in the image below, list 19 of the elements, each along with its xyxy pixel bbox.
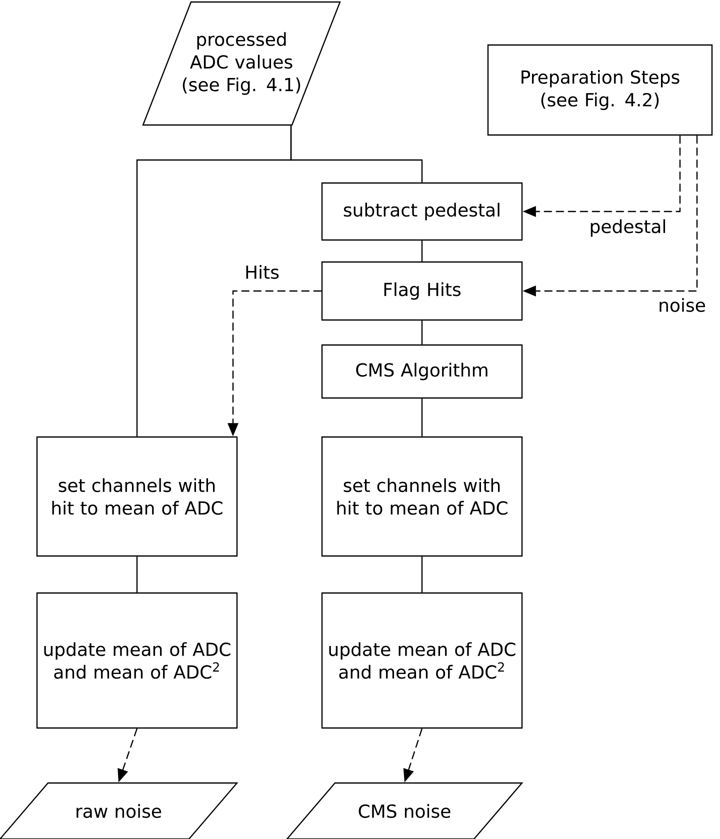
edge-label: pedestal [588, 218, 668, 238]
connector [421, 556, 423, 592]
process-box: CMS Algorithm [321, 344, 523, 399]
process-box: set channels with hit to mean of ADC [36, 436, 238, 557]
connector [421, 320, 423, 344]
process-box: Flag Hits [321, 261, 523, 321]
process-box: subtract pedestal [321, 182, 523, 241]
edge-label: Hits [243, 264, 281, 280]
connector [421, 398, 423, 436]
data-parallelogram: raw noise [0, 782, 238, 839]
data-parallelogram: processed ADC values (see Fig. 4.1) [142, 1, 341, 126]
edge-label: noise [656, 296, 708, 314]
process-box: set channels with hit to mean of ADC [321, 436, 523, 557]
process-box: update mean of ADC and mean of ADC$^{2}$ [36, 592, 238, 729]
process-box: update mean of ADC and mean of ADC$^{2}$ [321, 592, 523, 729]
connector [421, 240, 423, 262]
connector [136, 556, 138, 592]
connector [290, 126, 423, 182]
process-box: Preparation Steps (see Fig. 4.2) [487, 44, 713, 136]
